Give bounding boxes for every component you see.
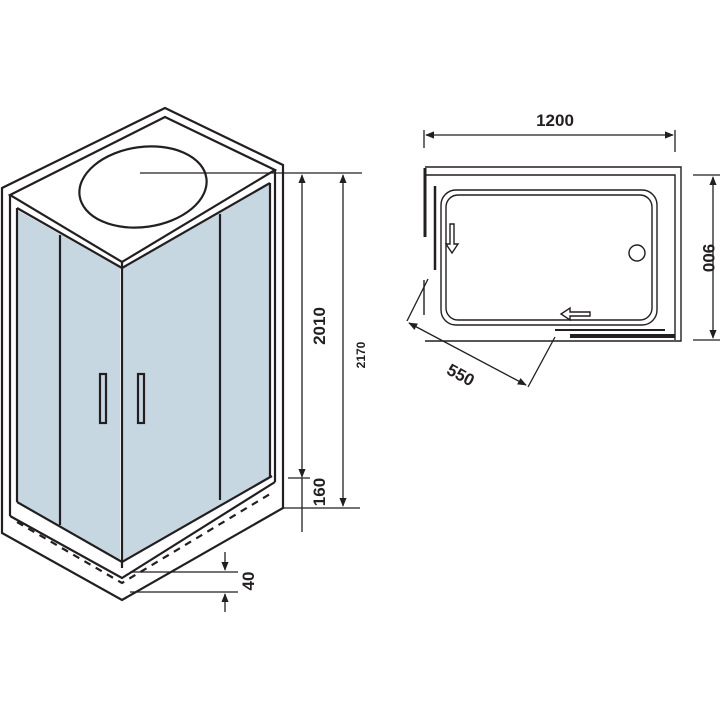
height-2010-label: 2010: [310, 307, 329, 345]
width-label: 1200: [536, 111, 574, 130]
height-160-label: 160: [310, 478, 329, 506]
tray-hidden-base: [16, 493, 271, 585]
left-top-rail: [16, 207, 123, 269]
tray-inner-outline: [445, 194, 653, 321]
height-2170-label: 2170: [354, 341, 368, 368]
opening-extension-left: [406, 278, 429, 322]
offset-40-label: 40: [239, 572, 258, 591]
plan-outer-outline: [425, 166, 682, 342]
tray-top-edge: [16, 475, 273, 564]
left-glass-panel: [17, 210, 120, 560]
tray-rim: [9, 481, 276, 580]
tray-outer-outline: [440, 189, 658, 326]
depth-label: 900: [699, 244, 718, 272]
right-top-rail: [121, 182, 271, 269]
plan-view: 1200 550 900: [406, 111, 720, 390]
plan-inner-outline: [425, 174, 676, 340]
slide-direction-down-arrow-icon: [444, 223, 460, 255]
right-glass-panel: [123, 184, 270, 560]
slide-direction-left-arrow-icon: [559, 306, 591, 322]
opening-extension-right: [527, 336, 556, 388]
perspective-view: 2010 2170 160 40: [0, 106, 368, 612]
roof-dome: [78, 145, 208, 229]
opening-dimension: [408, 322, 527, 386]
right-door-handle: [136, 372, 146, 425]
left-door-handle: [98, 372, 108, 425]
opening-label: 550: [444, 360, 478, 390]
drain-icon: [628, 244, 646, 262]
